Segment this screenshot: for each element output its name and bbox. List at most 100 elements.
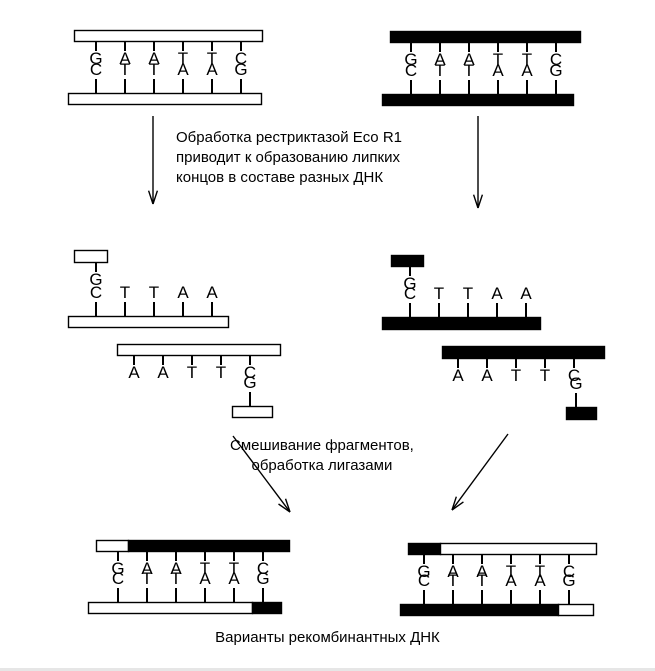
base-T: T [187, 363, 197, 382]
base-G: G [549, 61, 562, 80]
base-T: T [540, 366, 550, 385]
recomb-left-bottom-strand-light [87, 601, 254, 615]
ligation-caption: Смешивание фрагментов, обработка лигазам… [230, 436, 414, 476]
ligation-arrow-right [451, 433, 509, 511]
base-C: C [404, 284, 416, 303]
restriction-caption-line-2: приводит к образованию липких [176, 149, 400, 166]
base-T: T [207, 49, 217, 68]
frag-right-a-bottom-strand [381, 316, 542, 331]
frag-right-b-bottom-bases: G [569, 374, 583, 407]
ligation-arrow-left [232, 435, 291, 513]
base-C: C [550, 50, 562, 69]
base-T: T [120, 283, 130, 302]
frag-left-b-top-strand [116, 343, 282, 357]
base-A: A [206, 60, 218, 79]
base-T: T [448, 571, 458, 590]
base-A: A [206, 283, 218, 302]
base-T: T [229, 559, 239, 578]
restriction-caption-line-3: концов в составе разных ДНК [176, 169, 384, 186]
base-T: T [522, 50, 532, 69]
base-A: A [452, 366, 464, 385]
dna-strand-bars [67, 29, 606, 617]
base-T: T [435, 61, 445, 80]
base-A: A [128, 363, 140, 382]
ligation-caption-line-2: обработка лигазами [251, 457, 393, 474]
frag-right-b-top-strand [441, 345, 606, 360]
base-A: A [199, 569, 211, 588]
base-T: T [493, 50, 503, 69]
base-T: T [506, 562, 516, 581]
base-G: G [403, 274, 416, 293]
base-A: A [476, 562, 488, 581]
base-T: T [463, 284, 473, 303]
recomb-right-top-strand-dark [407, 542, 442, 556]
process-arrows [147, 116, 509, 513]
base-A: A [534, 571, 546, 590]
base-C: C [112, 569, 124, 588]
base-G: G [256, 569, 269, 588]
base-C: C [257, 559, 269, 578]
base-G: G [243, 373, 256, 392]
frag-right-a-top-strand [390, 254, 425, 268]
base-C: C [235, 49, 247, 68]
bottom-divider [0, 668, 655, 671]
base-A: A [170, 559, 182, 578]
frag-left-a-bottom-strand [67, 315, 230, 329]
base-A: A [447, 562, 459, 581]
base-T: T [464, 61, 474, 80]
dna-right-top-strand [389, 30, 582, 44]
frag-right-b-bottom-strand [565, 406, 598, 421]
base-T: T [200, 559, 210, 578]
base-G: G [404, 50, 417, 69]
frag-left-a-top-strand [73, 249, 109, 264]
base-A: A [481, 366, 493, 385]
dna-left-top-strand [73, 29, 264, 43]
base-T: T [477, 571, 487, 590]
dna-left-bottom-strand [67, 92, 263, 106]
base-A: A [521, 61, 533, 80]
base-A: A [434, 50, 446, 69]
recomb-right-bottom-strand-light [557, 603, 595, 617]
base-A: A [228, 569, 240, 588]
base-A: A [148, 49, 160, 68]
result-caption: Варианты рекомбинантных ДНК [215, 629, 440, 646]
base-T: T [511, 366, 521, 385]
recomb-right-bottom-strand-dark [399, 603, 560, 617]
restriction-arrow-right [472, 116, 484, 209]
base-A: A [505, 571, 517, 590]
base-C: C [244, 363, 256, 382]
base-A: A [177, 60, 189, 79]
ligation-caption-line-1: Смешивание фрагментов, [230, 437, 414, 454]
base-T: T [120, 60, 130, 79]
base-A: A [157, 363, 169, 382]
base-C: C [568, 366, 580, 385]
frag-right-a-top-bases: G [403, 266, 417, 293]
base-A: A [463, 50, 475, 69]
base-G: G [569, 374, 582, 393]
base-C: C [90, 60, 102, 79]
base-A: A [520, 284, 532, 303]
base-G: G [111, 559, 124, 578]
base-T: T [171, 569, 181, 588]
frag-left-b-bottom-strand [231, 405, 274, 419]
recomb-right-top-strand-light [439, 542, 598, 556]
recomb-left-top-strand-light [95, 539, 130, 553]
base-T: T [434, 284, 444, 303]
base-T: T [149, 60, 159, 79]
base-G: G [89, 270, 102, 289]
base-G: G [417, 562, 430, 581]
base-G: G [562, 571, 575, 590]
base-A: A [119, 49, 131, 68]
restriction-caption-line-1: Обработка рестриктазой Eco R1 [176, 129, 402, 146]
base-A: A [141, 559, 153, 578]
